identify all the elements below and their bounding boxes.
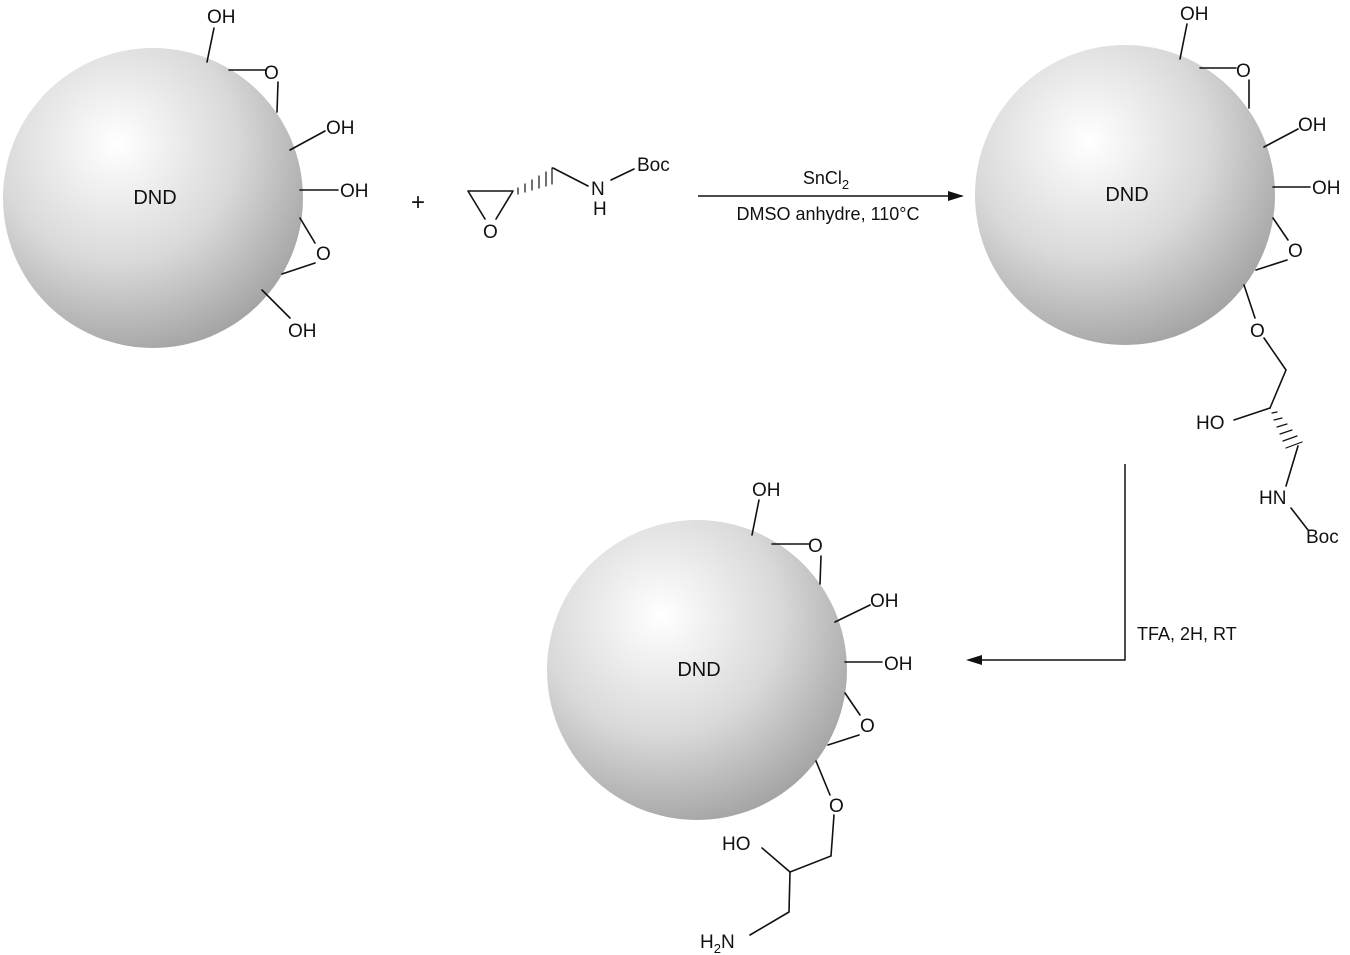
- hydroxyl-bond: [834, 604, 871, 623]
- stereo-hash-bond: [517, 167, 553, 195]
- ether-bond: [1243, 284, 1256, 319]
- hydroxyl-label: HO: [722, 834, 751, 855]
- amine-label: HN: [1259, 488, 1286, 509]
- hydroxyl-bond: [1179, 23, 1188, 60]
- oxygen-label: O: [829, 796, 844, 817]
- reagent-label: SnCl2: [803, 168, 849, 192]
- hydroxyl-bond: [261, 289, 291, 319]
- epoxide-bond: [827, 692, 861, 746]
- hydroxyl-label: OH: [288, 321, 317, 342]
- nanodiamond-sphere: [3, 48, 303, 348]
- core-label: DND: [677, 659, 720, 681]
- core-label: DND: [133, 187, 176, 209]
- oxygen-label: O: [264, 63, 279, 84]
- ether-bond: [815, 760, 831, 796]
- chain-bond: [749, 814, 835, 936]
- hydroxyl-label: OH: [752, 480, 781, 501]
- hydroxyl-bond: [289, 130, 326, 151]
- oxygen-label: O: [860, 716, 875, 737]
- hydroxyl-label: OH: [340, 181, 369, 202]
- chain-bond: [1263, 337, 1287, 409]
- boc-label: Boc: [1306, 527, 1339, 548]
- epoxide-bond: [771, 543, 822, 585]
- dnd-particle-start: DND OH O OH OH O OH: [3, 7, 369, 348]
- oxygen-label: O: [1250, 321, 1265, 342]
- hydroxyl-label: HO: [1196, 413, 1225, 434]
- hydroxyl-label: OH: [207, 7, 236, 28]
- conditions-label: TFA, 2H, RT: [1137, 624, 1237, 644]
- reaction-arrow: [976, 464, 1126, 661]
- epoxide-bond: [228, 69, 279, 113]
- hydroxyl-label: OH: [1298, 115, 1327, 136]
- hydroxyl-label: OH: [1180, 4, 1209, 25]
- dnd-particle-boc: DND OH O OH OH O O HO HN Boc: [975, 4, 1341, 548]
- dnd-particle-amine: DND OH O OH OH O O HO H2N: [547, 480, 913, 955]
- primary-amine-label: H2N: [700, 932, 735, 955]
- carbamate-bond: [610, 168, 635, 181]
- hydroxyl-label: OH: [1312, 178, 1341, 199]
- arrowhead: [948, 191, 964, 201]
- oxygen-label: O: [808, 536, 823, 557]
- reaction-step-2: TFA, 2H, RT: [966, 464, 1237, 665]
- carbamate-bond: [1290, 507, 1309, 531]
- oxygen-label: O: [1236, 61, 1251, 82]
- nanodiamond-sphere: [975, 45, 1275, 345]
- arrowhead: [966, 655, 982, 665]
- oxygen-label: O: [316, 244, 331, 265]
- epoxide-bond: [1255, 217, 1289, 271]
- conditions-label: DMSO anhydre, 110°C: [737, 204, 920, 224]
- hydrogen-label: H: [593, 199, 607, 220]
- stereo-hash-bond: [1271, 411, 1303, 449]
- nanodiamond-sphere: [547, 520, 847, 820]
- hydroxyl-label: OH: [326, 118, 355, 139]
- epoxide-bond: [1199, 67, 1250, 109]
- oxygen-label: O: [1288, 241, 1303, 262]
- methylene-bond: [552, 167, 589, 187]
- hydroxyl-bond: [1263, 128, 1299, 148]
- plus-sign: +: [411, 189, 425, 216]
- oxygen-label: O: [483, 222, 498, 243]
- hydroxyl-bond: [761, 847, 791, 873]
- chain-bond: [1285, 445, 1299, 487]
- hydroxyl-bond: [751, 499, 760, 536]
- hydroxyl-label: OH: [884, 654, 913, 675]
- nitrogen-label: N: [591, 179, 605, 200]
- reaction-step-1: SnCl2 DMSO anhydre, 110°C: [698, 168, 964, 224]
- hydroxyl-bond: [1233, 407, 1271, 421]
- boc-label: Boc: [637, 155, 670, 176]
- glycidyl-boc-amine: O N H Boc: [467, 155, 670, 243]
- epoxide-bond: [281, 217, 316, 275]
- hydroxyl-bond: [206, 27, 215, 63]
- core-label: DND: [1105, 184, 1148, 206]
- epoxide-ring: [467, 190, 514, 220]
- hydroxyl-label: OH: [870, 591, 899, 612]
